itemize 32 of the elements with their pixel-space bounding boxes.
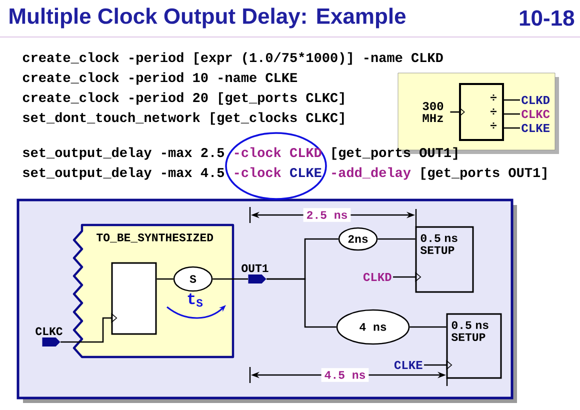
title: Multiple Clock Output Delay: Example [10,8,406,28]
connector [504,99,520,101]
code-option: -clock [234,167,282,178]
signal-name: CLKE [394,360,422,370]
code-option: -clock CLKD [234,147,322,158]
signal-name: CLKD [363,272,392,282]
connector [266,278,336,328]
code-line: [get_ports OUT1] [422,167,546,180]
setup-box: 0.5 ns SETUP [415,226,474,293]
connector [156,278,174,280]
signal-name: CLKC [522,110,550,118]
connector [410,326,446,328]
code-line: set_output_delay -max 4.5 [23,167,224,180]
code-line: create_clock -period [expr (1.0/75*1000)] -name CLKD [22,52,443,65]
dimension-label: 2.5 ns [303,208,351,222]
code-line: create_clock -period 20 [get_ports CLKC] [22,92,344,105]
setup-box: 0.5 ns SETUP [446,313,502,379]
signal-name: CLKD [522,96,550,104]
flip-flop-box [111,262,157,335]
connector [212,278,248,280]
code-line: create_clock -period 10 -name CLKE [22,72,298,85]
connector [504,127,520,129]
code-line: [get_ports OUT1] [332,147,458,160]
code-line: set_output_delay -max 2.5 [23,147,224,160]
connector [378,238,416,240]
code-line: set_dont_touch_network [get_clocks CLKC] [23,112,344,125]
connector [60,312,118,343]
dimension-label: 4.5 ns [321,368,369,382]
signal-name: 300 MHz [422,102,444,122]
code-option: -add_delay [332,167,411,180]
connector [504,113,520,115]
signal-name: CLKE [522,124,550,132]
